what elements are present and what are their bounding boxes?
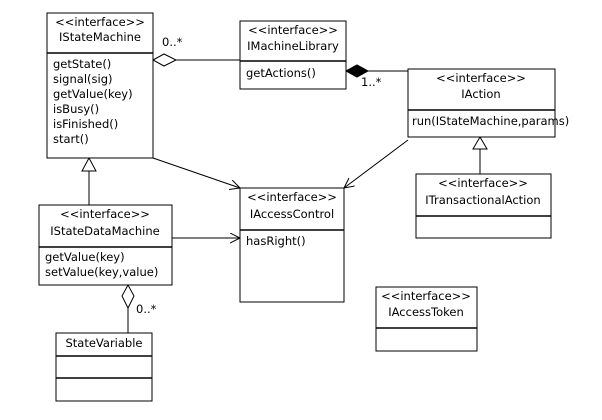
method-label: isFinished() [53,117,118,131]
method-label: hasRight() [246,234,306,248]
composition-diamond-icon [344,64,370,78]
method-label: setValue(key,value) [45,265,158,279]
multiplicity-label: 0..* [162,35,183,49]
class-name: StateVariable [65,336,142,350]
class-iaction[interactable]: <<interface>> IAction run(IStateMachine,… [407,68,569,138]
class-itransactionalaction[interactable]: <<interface>> ITransactionalAction [415,173,552,239]
class-imachinelibrary[interactable]: <<interface>> IMachineLibrary getActions… [239,20,347,90]
class-name: IAccessControl [250,207,334,221]
method-label: start() [53,132,89,146]
class-istatedatamachine[interactable]: <<interface>> IStateDataMachine getValue… [38,204,173,286]
relationship-edges [81,53,488,333]
method-label: signal(sig) [53,72,112,86]
method-label: run(IStateMachine,params) [412,114,569,128]
edge-action-accesscontrol [344,139,409,188]
class-iaccesstoken[interactable]: <<interface>> IAccessToken [375,286,478,352]
generalization-triangle-icon [81,156,97,172]
class-name: IAccessToken [388,305,463,319]
generalization-triangle-icon [472,136,488,150]
class-stereotype: <<interface>> [55,15,145,29]
class-stereotype: <<interface>> [247,190,337,204]
class-stereotype: <<interface>> [60,207,150,221]
method-label: getValue(key) [53,87,133,101]
class-iaccesscontrol[interactable]: <<interface>> IAccessControl hasRight() [239,187,345,303]
method-label: getState() [53,57,111,71]
edge-statemachine-accesscontrol [152,157,240,188]
class-name: ITransactionalAction [425,193,540,207]
class-name: IMachineLibrary [247,39,339,53]
aggregation-diamond-icon [151,53,178,67]
class-stereotype: <<interface>> [381,289,471,303]
multiplicity-label: 1..* [361,75,382,89]
method-label: getActions() [246,66,316,80]
class-statevariable[interactable]: StateVariable [55,332,153,402]
class-name: IAction [461,87,500,101]
class-stereotype: <<interface>> [438,176,528,190]
class-name: IStateMachine [59,30,141,44]
class-stereotype: <<interface>> [248,23,338,37]
class-stereotype: <<interface>> [436,71,526,85]
class-istatemachine[interactable]: <<interface>> IStateMachine getState() s… [46,12,154,159]
method-label: getValue(key) [45,250,125,264]
aggregation-diamond-icon [121,283,135,310]
multiplicity-label: 0..* [136,302,157,316]
method-label: isBusy() [53,102,99,116]
class-name: IStateDataMachine [50,224,159,238]
